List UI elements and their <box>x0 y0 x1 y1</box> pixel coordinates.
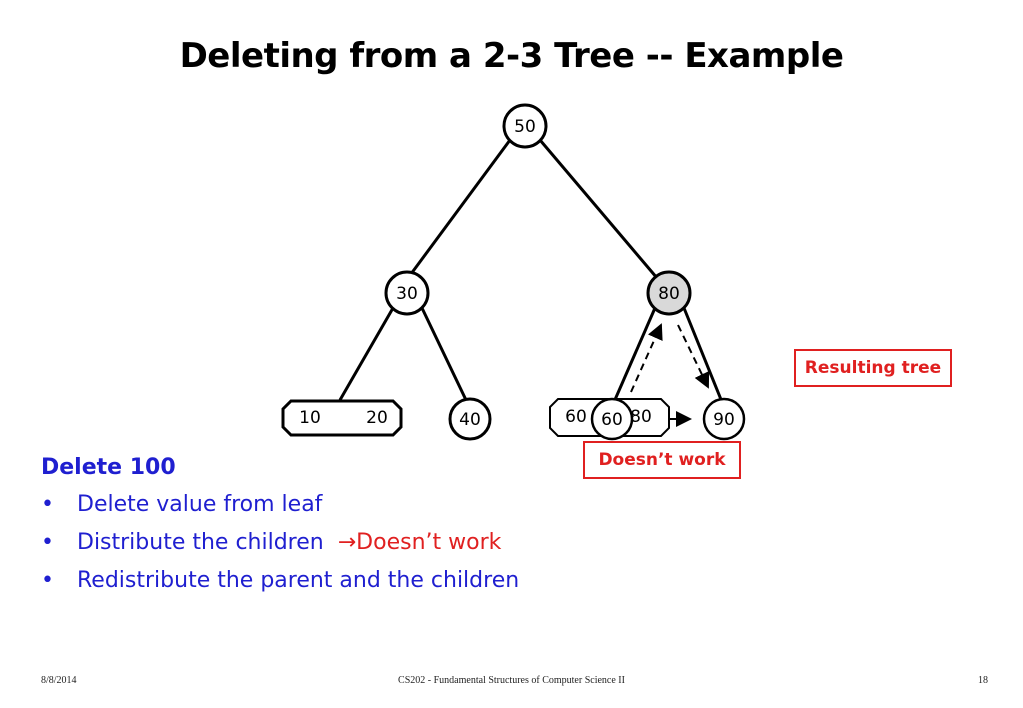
bullet-text-3: Redistribute the parent and the children <box>77 568 520 593</box>
right-internal-node: 80 <box>646 270 692 316</box>
edge-left-a <box>338 307 395 401</box>
doesnt-work-label: Doesn’t work <box>583 441 741 479</box>
bullet-text-1: Delete value from leaf <box>77 492 323 517</box>
bullet-list: • Delete value from leaf • Distribute th… <box>41 490 519 604</box>
bullet-dot: • <box>41 568 54 593</box>
leaf-far-right-value: 90 <box>713 410 735 430</box>
leaf-key-b: 20 <box>366 408 388 428</box>
footer-course: CS202 - Fundamental Structures of Comput… <box>398 675 625 686</box>
bullet-text-2-red: Doesn’t work <box>356 530 502 555</box>
leaf-previous-b: 80 <box>630 407 652 427</box>
leaf-node-moved: 60 <box>590 397 634 441</box>
root-node-value: 50 <box>514 117 536 137</box>
leaf-node-two-keys: 10 20 <box>281 399 403 437</box>
left-internal-node: 30 <box>384 270 430 316</box>
slide-title: Deleting from a 2-3 Tree -- Example <box>179 36 844 76</box>
leaf-previous-a: 60 <box>565 407 587 427</box>
section-heading: Delete 100 <box>41 455 176 480</box>
bullet-item-2: • Distribute the children →Doesn’t work <box>41 528 519 566</box>
edge-right-a <box>612 307 657 403</box>
edge-left-b <box>420 307 468 401</box>
leaf-moved-value: 60 <box>601 410 623 430</box>
left-internal-value: 30 <box>396 284 418 304</box>
resulting-tree-label: Resulting tree <box>794 349 952 387</box>
dashed-arrow-up <box>630 323 663 393</box>
arrow-right-icon: → <box>337 530 357 555</box>
footer-page-number: 18 <box>978 675 988 686</box>
edge-right-b <box>682 307 724 403</box>
leaf-node-far-right: 90 <box>702 397 746 441</box>
bullet-text-2: Distribute the children <box>77 530 324 555</box>
bullet-dot: • <box>41 492 54 517</box>
footer-date: 8/8/2014 <box>41 675 77 686</box>
bullet-item-3: • Redistribute the parent and the childr… <box>41 566 519 604</box>
right-internal-value: 80 <box>658 284 680 304</box>
leaf-mid-value: 40 <box>459 410 481 430</box>
bullet-item-1: • Delete value from leaf <box>41 490 519 528</box>
edge-root-left <box>406 139 512 279</box>
root-node: 50 <box>502 103 548 149</box>
leaf-key-a: 10 <box>299 408 321 428</box>
bullet-dot: • <box>41 530 54 555</box>
leaf-node-mid: 40 <box>448 397 492 441</box>
edge-root-right <box>538 139 659 279</box>
